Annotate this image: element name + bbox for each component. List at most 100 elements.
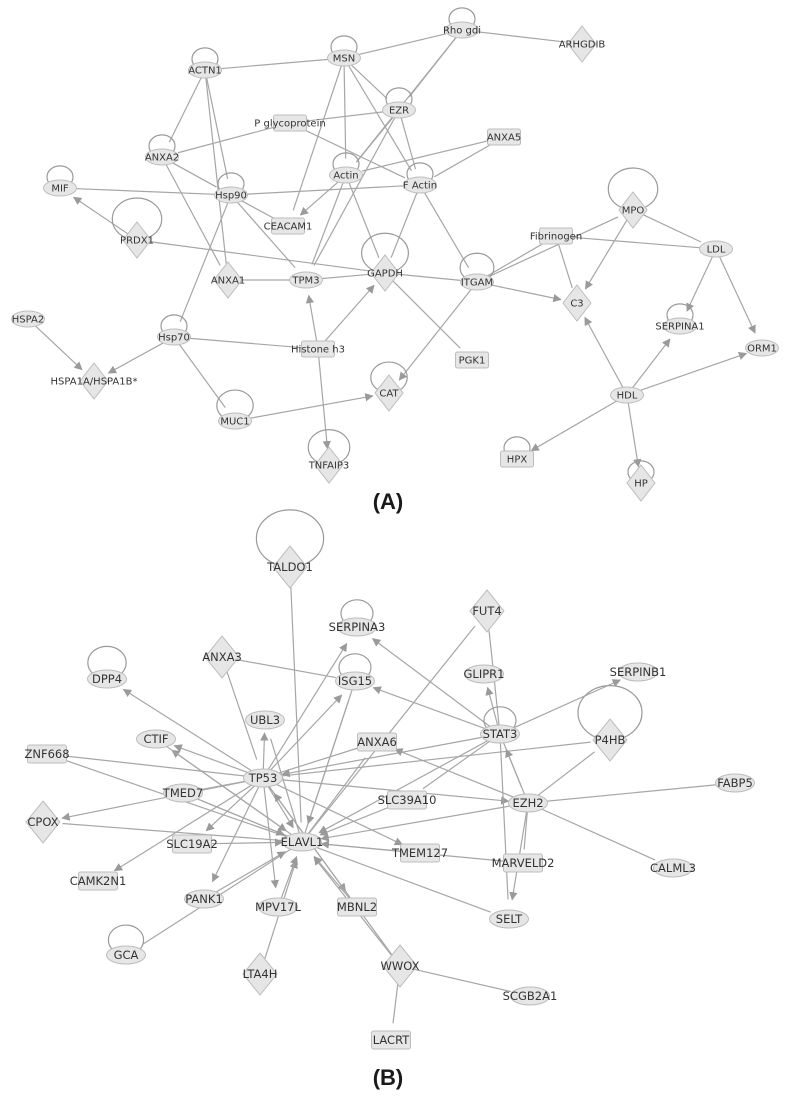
node-f-actin[interactable]: F Actin bbox=[403, 176, 437, 194]
node-scgb2a1[interactable]: SCGB2A1 bbox=[503, 986, 558, 1006]
node-shape-oval bbox=[282, 832, 322, 852]
node-hdl[interactable]: HDL bbox=[610, 386, 644, 404]
node-c3[interactable]: C3 bbox=[562, 284, 592, 322]
edge-histone-h3-gapdh bbox=[320, 284, 375, 347]
node-ldl[interactable]: LDL bbox=[699, 240, 733, 258]
node-anxa2[interactable]: ANXA2 bbox=[145, 148, 179, 166]
node-p-glycoprotein[interactable]: P glycoprotein bbox=[254, 114, 326, 132]
node-ubl3[interactable]: UBL3 bbox=[245, 710, 285, 730]
edge-tp53-pank1 bbox=[212, 781, 262, 883]
edge-actin-tpm3 bbox=[311, 178, 346, 265]
node-tmed7[interactable]: TMED7 bbox=[162, 783, 203, 803]
node-ceacam1[interactable]: CEACAM1 bbox=[264, 217, 313, 235]
node-shape-oval bbox=[745, 339, 779, 357]
node-dpp4[interactable]: DPP4 bbox=[87, 669, 127, 689]
node-mif[interactable]: MIF bbox=[43, 179, 77, 197]
node-gca[interactable]: GCA bbox=[106, 945, 146, 965]
node-pgk1[interactable]: PGK1 bbox=[455, 351, 489, 369]
edge-ezh2-fabp5 bbox=[531, 784, 716, 804]
node-shape-oval bbox=[335, 671, 375, 691]
node-selt[interactable]: SELT bbox=[489, 909, 529, 929]
node-lacrt[interactable]: LACRT bbox=[371, 1030, 411, 1050]
node-tpm3[interactable]: TPM3 bbox=[289, 271, 323, 289]
node-serpinb1[interactable]: SERPINB1 bbox=[610, 662, 667, 682]
node-shape-rect bbox=[337, 897, 377, 917]
node-hspa2[interactable]: HSPA2 bbox=[11, 310, 45, 328]
node-msn[interactable]: MSN bbox=[327, 49, 361, 67]
node-fut4[interactable]: FUT4 bbox=[469, 589, 505, 633]
node-ezr[interactable]: EZR bbox=[382, 101, 416, 119]
node-hsp90[interactable]: Hsp90 bbox=[214, 186, 248, 204]
node-hp[interactable]: HP bbox=[626, 464, 656, 502]
edge-f-actin-hsp90 bbox=[247, 184, 417, 195]
node-label: MSN bbox=[333, 54, 355, 65]
edge-tp53-dpp4 bbox=[122, 688, 260, 777]
node-camk2n1[interactable]: CAMK2N1 bbox=[70, 871, 127, 891]
node-tnfaip3[interactable]: TNFAIP3 bbox=[308, 446, 350, 484]
node-actin[interactable]: Actin bbox=[329, 166, 363, 184]
node-ezh2[interactable]: EZH2 bbox=[508, 793, 548, 813]
edge-mpo-c3 bbox=[584, 213, 632, 290]
node-itgam[interactable]: ITGAM bbox=[460, 273, 494, 291]
node-shape-oval bbox=[188, 61, 222, 79]
edge-ezh2-selt bbox=[509, 806, 528, 901]
node-lta4h[interactable]: LTA4H bbox=[242, 952, 278, 996]
node-elavl1[interactable]: ELAVL1 bbox=[281, 832, 324, 852]
node-mbnl2[interactable]: MBNL2 bbox=[337, 897, 377, 917]
node-fabp5[interactable]: FABP5 bbox=[715, 773, 755, 793]
node-shape-oval bbox=[653, 858, 693, 878]
node-hpx[interactable]: HPX bbox=[500, 450, 534, 468]
node-serpina1[interactable]: SERPINA1 bbox=[655, 317, 705, 335]
node-actn1[interactable]: ACTN1 bbox=[188, 61, 222, 79]
edge-f-actin-gapdh bbox=[390, 188, 420, 258]
node-hspa1a-hspa1b[interactable]: HSPA1A/HSPA1B* bbox=[51, 362, 138, 400]
node-shape-diamond bbox=[272, 545, 308, 589]
node-gapdh[interactable]: GAPDH bbox=[367, 254, 403, 292]
node-slc39a10[interactable]: SLC39A10 bbox=[378, 790, 437, 810]
node-arhgdib[interactable]: ARHGDIB bbox=[559, 25, 606, 63]
node-anxa3[interactable]: ANXA3 bbox=[202, 635, 242, 679]
node-tp53[interactable]: TP53 bbox=[243, 768, 283, 788]
node-muc1[interactable]: MUC1 bbox=[218, 412, 252, 430]
node-shape-rect bbox=[387, 790, 427, 810]
node-label: CAMK2N1 bbox=[70, 874, 127, 888]
node-fibrinogen[interactable]: Fibrinogen bbox=[530, 227, 582, 245]
node-p4hb[interactable]: P4HB bbox=[592, 718, 628, 762]
node-znf668[interactable]: ZNF668 bbox=[24, 744, 70, 764]
edge-stat3-isg15 bbox=[372, 686, 497, 734]
node-shape-oval bbox=[218, 412, 252, 430]
node-hsp70[interactable]: Hsp70 bbox=[157, 328, 191, 346]
node-slc19a2[interactable]: SLC19A2 bbox=[166, 834, 218, 854]
node-calml3[interactable]: CALML3 bbox=[650, 858, 696, 878]
node-label: MUC1 bbox=[220, 417, 249, 428]
node-tmem127[interactable]: TMEM127 bbox=[391, 843, 448, 863]
node-orm1[interactable]: ORM1 bbox=[745, 339, 779, 357]
node-marveld2[interactable]: MARVELD2 bbox=[492, 853, 555, 873]
node-label: TP53 bbox=[248, 771, 278, 785]
node-cat[interactable]: CAT bbox=[374, 374, 404, 412]
node-glipr1[interactable]: GLIPR1 bbox=[464, 664, 505, 684]
node-isg15[interactable]: ISG15 bbox=[335, 671, 375, 691]
edge-p-glycoprotein-f-actin bbox=[293, 124, 406, 179]
edge-ezh2-p4hb bbox=[530, 751, 595, 802]
node-shape-rect bbox=[78, 871, 118, 891]
node-serpina3[interactable]: SERPINA3 bbox=[329, 617, 386, 637]
edge-anxa3-tp53 bbox=[222, 660, 258, 760]
node-anxa1[interactable]: ANXA1 bbox=[211, 261, 245, 299]
node-histone-h3[interactable]: Histone h3 bbox=[291, 340, 345, 358]
edge-muc1-cat bbox=[238, 393, 374, 421]
node-mpo[interactable]: MPO bbox=[618, 191, 648, 229]
node-cpox[interactable]: CPOX bbox=[25, 800, 61, 844]
node-pank1[interactable]: PANK1 bbox=[184, 889, 224, 909]
node-taldo1[interactable]: TALDO1 bbox=[266, 545, 313, 589]
node-prdx1[interactable]: PRDX1 bbox=[120, 221, 154, 259]
node-ctif[interactable]: CTIF bbox=[136, 729, 176, 749]
node-mpv17l[interactable]: MPV17L bbox=[255, 897, 301, 917]
node-wwox[interactable]: WWOX bbox=[381, 944, 420, 988]
node-anxa5[interactable]: ANXA5 bbox=[487, 128, 521, 146]
node-rho-gdi[interactable]: Rho gdi bbox=[443, 21, 481, 39]
edge-ldl-serpina1 bbox=[686, 252, 715, 312]
node-stat3[interactable]: STAT3 bbox=[480, 724, 520, 744]
node-anxa6[interactable]: ANXA6 bbox=[357, 732, 397, 752]
